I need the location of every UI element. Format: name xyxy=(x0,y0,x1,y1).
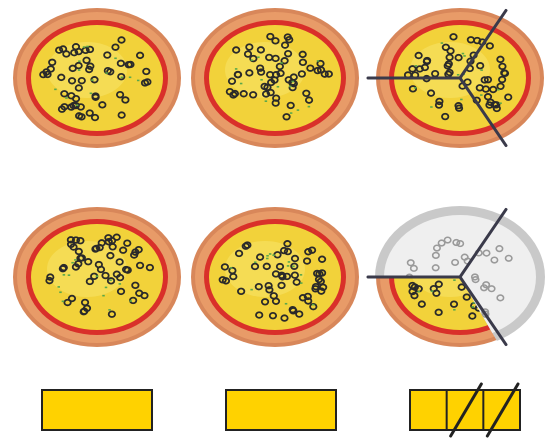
herb-topping xyxy=(250,289,253,291)
herb-topping xyxy=(308,106,311,108)
herb-topping xyxy=(63,274,65,276)
herb-topping xyxy=(269,253,272,255)
herb-topping xyxy=(62,301,65,303)
herb-topping xyxy=(317,60,320,62)
herb-topping xyxy=(297,109,300,111)
herb-topping xyxy=(65,97,68,99)
herb-topping xyxy=(289,86,292,88)
herb-topping xyxy=(78,60,81,62)
pizza-whole-2 xyxy=(191,8,359,148)
herb-topping xyxy=(102,295,105,297)
herb-topping xyxy=(105,287,108,289)
herb-topping xyxy=(129,76,132,78)
herb-topping xyxy=(430,106,433,108)
pizza-thirds-partial xyxy=(368,206,545,348)
herb-topping xyxy=(91,79,94,81)
herb-topping xyxy=(59,291,62,293)
herb-topping xyxy=(292,266,295,268)
herb-topping xyxy=(312,304,315,306)
herb-topping xyxy=(54,89,57,91)
herb-topping xyxy=(78,69,81,71)
herb-topping xyxy=(235,68,238,70)
herb-topping xyxy=(453,309,456,311)
herb-topping xyxy=(453,279,456,281)
herb-topping xyxy=(74,259,77,261)
herb-topping xyxy=(418,291,421,293)
bar-rect xyxy=(226,390,336,430)
pizza-whole-1 xyxy=(13,8,181,148)
herb-topping xyxy=(121,77,124,79)
herb-topping xyxy=(105,72,108,74)
herb-topping xyxy=(457,74,460,76)
pizza-thirds-cut xyxy=(368,8,544,148)
herb-topping xyxy=(266,255,269,257)
herb-topping xyxy=(137,80,140,82)
herb-topping xyxy=(480,94,483,96)
pizza-whole-4 xyxy=(191,207,359,347)
herb-topping xyxy=(300,274,303,276)
herb-topping xyxy=(71,262,74,264)
herb-topping xyxy=(265,100,268,102)
herb-topping xyxy=(108,309,111,311)
herb-topping xyxy=(280,62,283,64)
bar-whole-1 xyxy=(42,390,152,430)
herb-topping xyxy=(58,286,61,288)
herb-topping xyxy=(119,283,122,285)
herb-topping xyxy=(414,87,417,89)
herb-topping xyxy=(109,279,112,281)
herb-topping xyxy=(96,275,99,277)
herb-topping xyxy=(497,89,500,91)
herb-topping xyxy=(431,290,434,292)
herb-topping xyxy=(472,306,475,308)
herb-topping xyxy=(441,42,444,44)
herb-topping xyxy=(230,267,233,269)
herb-topping xyxy=(290,112,293,114)
herb-topping xyxy=(240,83,243,85)
herb-topping xyxy=(480,69,483,71)
herb-topping xyxy=(76,104,79,106)
herb-topping xyxy=(499,102,502,104)
herb-topping xyxy=(83,46,86,48)
herb-topping xyxy=(251,59,254,61)
herb-topping xyxy=(463,55,466,57)
herb-topping xyxy=(272,254,275,256)
herb-topping xyxy=(288,261,291,263)
herb-topping xyxy=(90,93,93,95)
herb-topping xyxy=(130,300,133,302)
herb-topping xyxy=(287,265,290,267)
bar-thirds xyxy=(410,384,520,436)
herb-topping xyxy=(300,282,303,284)
herb-topping xyxy=(285,303,288,305)
herb-topping xyxy=(257,56,260,58)
herb-topping xyxy=(291,81,294,83)
herb-topping xyxy=(462,53,465,55)
herb-topping xyxy=(86,46,89,48)
herb-topping xyxy=(266,258,269,260)
herb-topping xyxy=(277,86,280,88)
bar-whole-2 xyxy=(226,390,336,430)
herb-topping xyxy=(254,261,257,263)
pizza-whole-3 xyxy=(13,207,181,347)
herb-topping xyxy=(114,57,117,59)
bar-rect xyxy=(42,390,152,430)
herb-topping xyxy=(460,99,463,101)
herb-topping xyxy=(415,65,418,67)
herb-topping xyxy=(68,274,71,276)
herb-topping xyxy=(260,79,263,81)
